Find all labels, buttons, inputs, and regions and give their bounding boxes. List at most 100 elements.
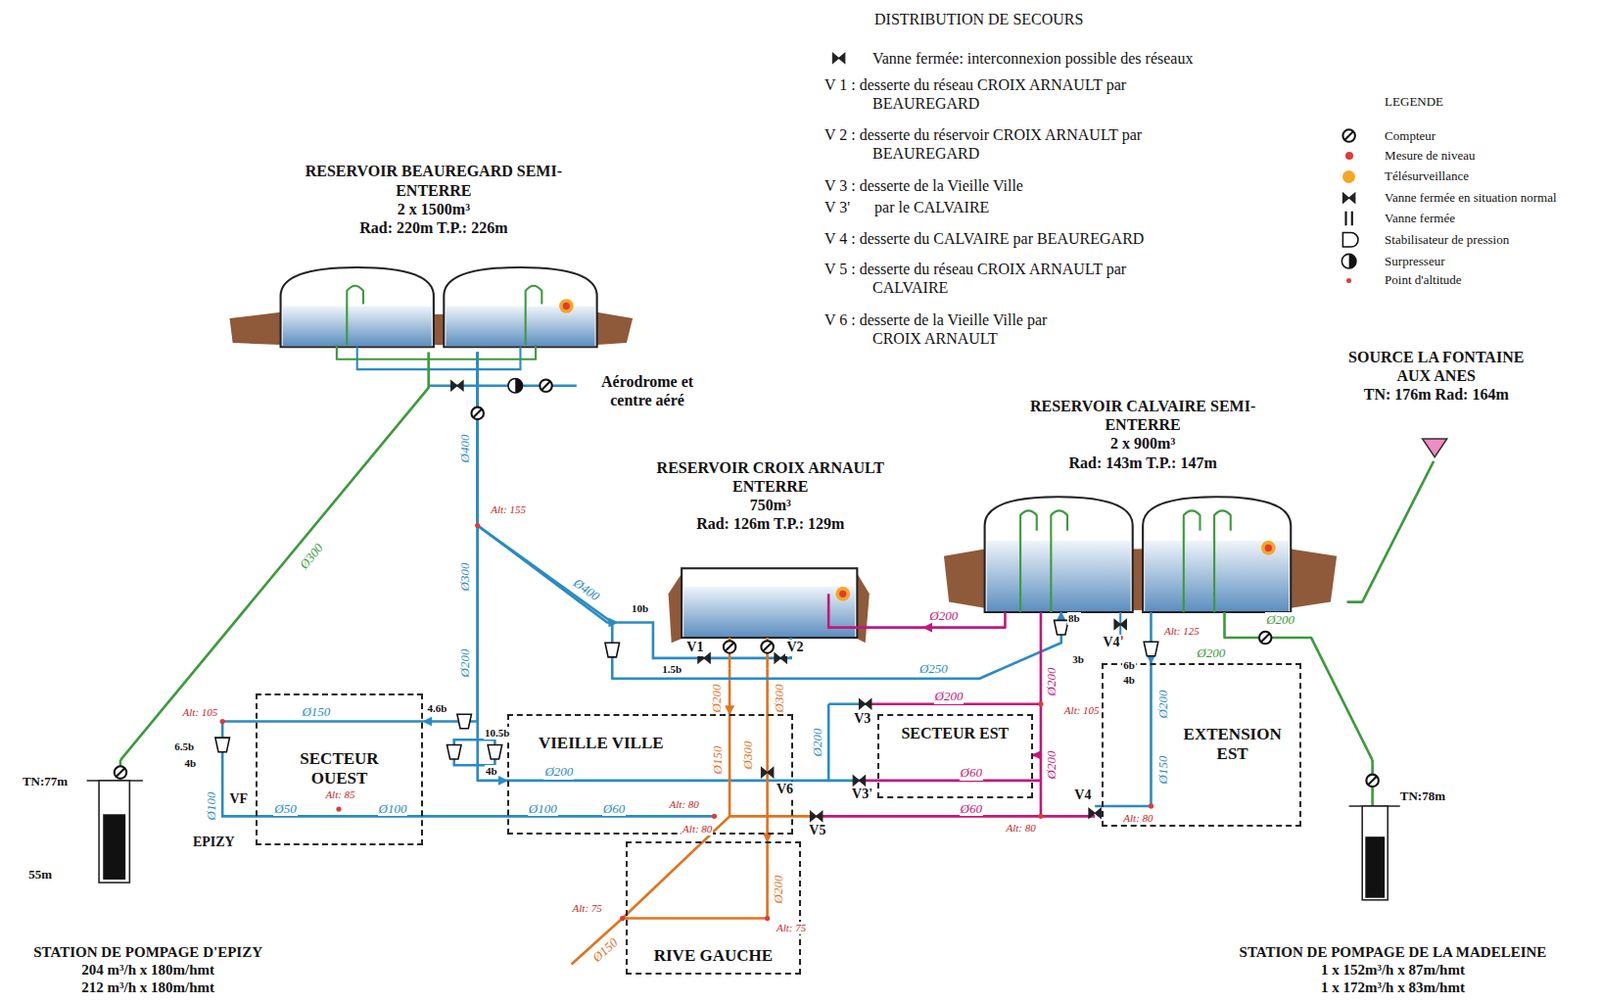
pipe-diameter: Ø300 [771,682,788,713]
pipe-connector [765,667,769,842]
ground [229,312,281,345]
node-title: RESERVOIR CROIX ARNAULT ENTERRE [628,458,913,496]
pipe-diameter: Ø150 [709,745,726,776]
altitude-point [335,805,341,811]
altitude-point [1037,701,1043,706]
node-title: SOURCE LA FONTAINE AUX ANES [1330,347,1542,385]
telemetry-symbol [559,298,574,314]
pipe-diameter: Ø200 [1155,688,1172,719]
pipe-diameter: Ø250 [918,660,949,677]
valve-symbol [760,766,774,777]
booster-symbol [508,377,523,393]
well [102,813,126,880]
valve-symbol [852,775,866,786]
node-detail: Rad: 126m T.P.: 129m [696,514,845,533]
legend-text: Télésurveillance [1384,168,1469,185]
reservoir: RESERVOIR BEAUREGARD SEMI-ENTERRE2 x 150… [224,157,643,352]
reservoir-tank [443,267,597,347]
pressure-label: 10b [630,602,650,615]
note: V 2 : desserte du réservoir CROIX ARNAUL… [824,125,1150,163]
altitude-point [220,522,1155,921]
sector-zone: SECTEUR OUEST [255,693,424,845]
reservoir-tank [987,540,1131,612]
telemetry-symbol [559,298,1276,601]
pressure-label: 6.5b [173,740,195,753]
note: par le CALVAIRE [874,197,989,217]
node-detail: 212 m³/h x 180m/hmt [81,978,215,996]
booster-symbol [508,377,523,393]
reservoir-tank [281,267,434,347]
pressure-label: 10.5b [483,726,511,740]
pipe-diameter: Ø100 [377,800,409,817]
altitude-label: Alt: 85 [324,788,356,801]
valve-symbol [451,380,1128,822]
valve-label: V1 [685,639,705,657]
pipe-diameter: Ø200 [1265,611,1296,628]
water-pipe [222,720,714,816]
altitude-label: Alt: 80 [1122,811,1154,825]
pressure-stabiliser-symbol [605,642,620,658]
well [1364,836,1385,898]
reservoir-tank [281,267,1292,638]
pipe-diameter: Ø200 [457,648,473,679]
node-title: EXTENSION EST [1174,724,1292,765]
legend-text: Mesure de niveau [1384,147,1475,164]
note: V 5 : desserte du réseau CROIX ARNAULT p… [824,259,1130,297]
reservoir: RESERVOIR CALVAIRE SEMI-ENTERRE2 x 900m³… [939,392,1348,612]
meter-symbol [470,407,484,421]
legend-symbol [1341,253,1357,269]
reservoir-tank [1144,540,1289,612]
altitude-label: Alt: 155 [489,503,527,517]
tank-pipe [1214,510,1231,612]
legend-swatch [1346,278,1352,283]
pipe-diameter: Ø200 [934,688,965,705]
node-title: SECTEUR OUEST [284,749,393,790]
valve-label: V5 [807,822,827,840]
water-pipe [616,621,791,658]
altitude-point [619,915,625,921]
reservoir-tank [985,496,1133,612]
altitude-point [711,813,717,819]
pressure-stabiliser-symbol [1143,641,1159,657]
consumer-label: Aérodrome et centre aéré [583,372,711,410]
pipe-diameter: Ø60 [959,764,984,781]
pressure-label: 6b [1122,658,1136,672]
telemetry-symbol [1261,540,1276,556]
legend-swatch [1342,170,1356,184]
water-source: SOURCE LA FONTAINE AUX ANESTN: 176m Rad:… [1311,343,1561,462]
altitude-label: Alt: 80 [681,822,713,836]
meter-symbol [760,640,774,654]
pipe-diameter: Ø200 [543,763,574,780]
well [98,780,130,883]
valve-symbol [1114,618,1128,629]
pipe-diameter: Ø200 [770,874,787,905]
valve-label: V3 [852,710,872,728]
meter-symbol [723,640,737,654]
reservoir: RESERVOIR CROIX ARNAULT ENTERRE750m³Rad:… [616,454,924,669]
pipe-diameter: Ø300 [740,739,756,770]
note: V 1 : desserte du réseau CROIX ARNAULT p… [824,75,1130,113]
note: V 3 : desserte de la Vieille Ville [824,176,1024,195]
well [1362,805,1388,900]
note: Vanne fermée: interconnexion possible de… [872,48,1193,68]
pipe-diameter: Ø150 [588,934,621,966]
meter-symbol [114,379,1379,788]
note: V 6 : desserte de la Vieille Ville par C… [824,310,1056,348]
pipe-connector [1033,611,1041,755]
spring-symbol [1422,438,1448,458]
tank-pipe [336,344,536,360]
altitude-point [1037,813,1043,819]
pipe-connector [1347,461,1435,603]
ground [1132,548,1143,611]
altitude-label: Alt: 75 [775,921,807,935]
node-title: RIVE GAUCHE [654,945,773,966]
pipe-diameter: Ø200 [1044,665,1061,697]
water-pipe [729,637,768,668]
node-detail: 1 x 172m³/h x 83m/hmt [1320,978,1465,996]
tank-pipe [346,285,364,345]
spring-symbol [1422,438,1448,458]
pipe-diameter: Ø200 [1044,750,1061,781]
node-detail: 2 x 900m³ [1110,433,1176,453]
pressure-label: 3b [1071,653,1085,666]
node-title: VIEILLE VILLE [538,733,664,753]
